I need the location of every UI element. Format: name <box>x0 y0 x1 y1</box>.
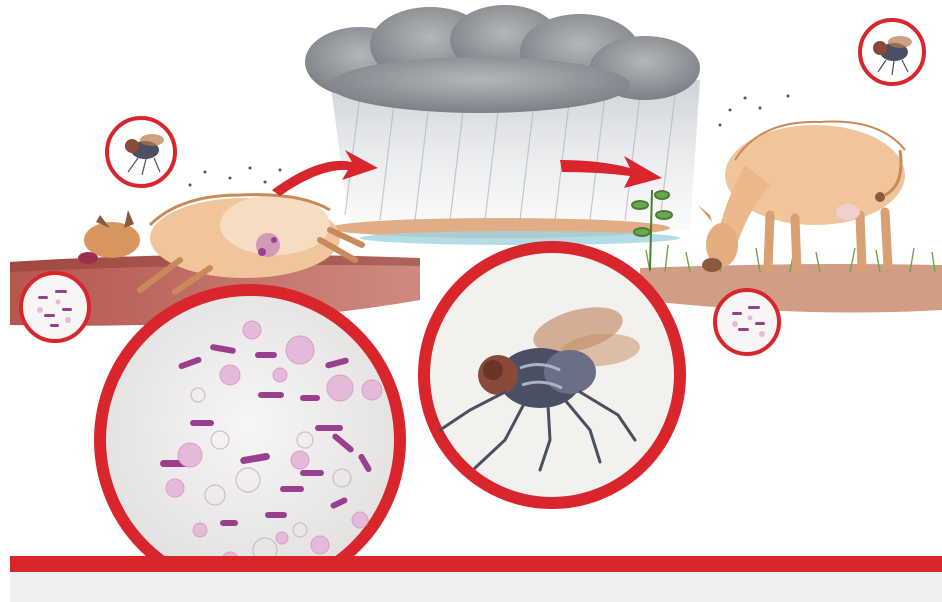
fly-icon <box>107 118 175 186</box>
accent-bar <box>10 556 942 572</box>
fly-magnified <box>424 247 680 503</box>
bacteria-magnified <box>100 290 400 590</box>
bacteria-icon <box>21 273 89 341</box>
bacteria-icon <box>715 290 779 354</box>
footer-bar <box>10 572 942 602</box>
fly-icon <box>860 20 924 84</box>
grazing-cow <box>698 95 905 273</box>
